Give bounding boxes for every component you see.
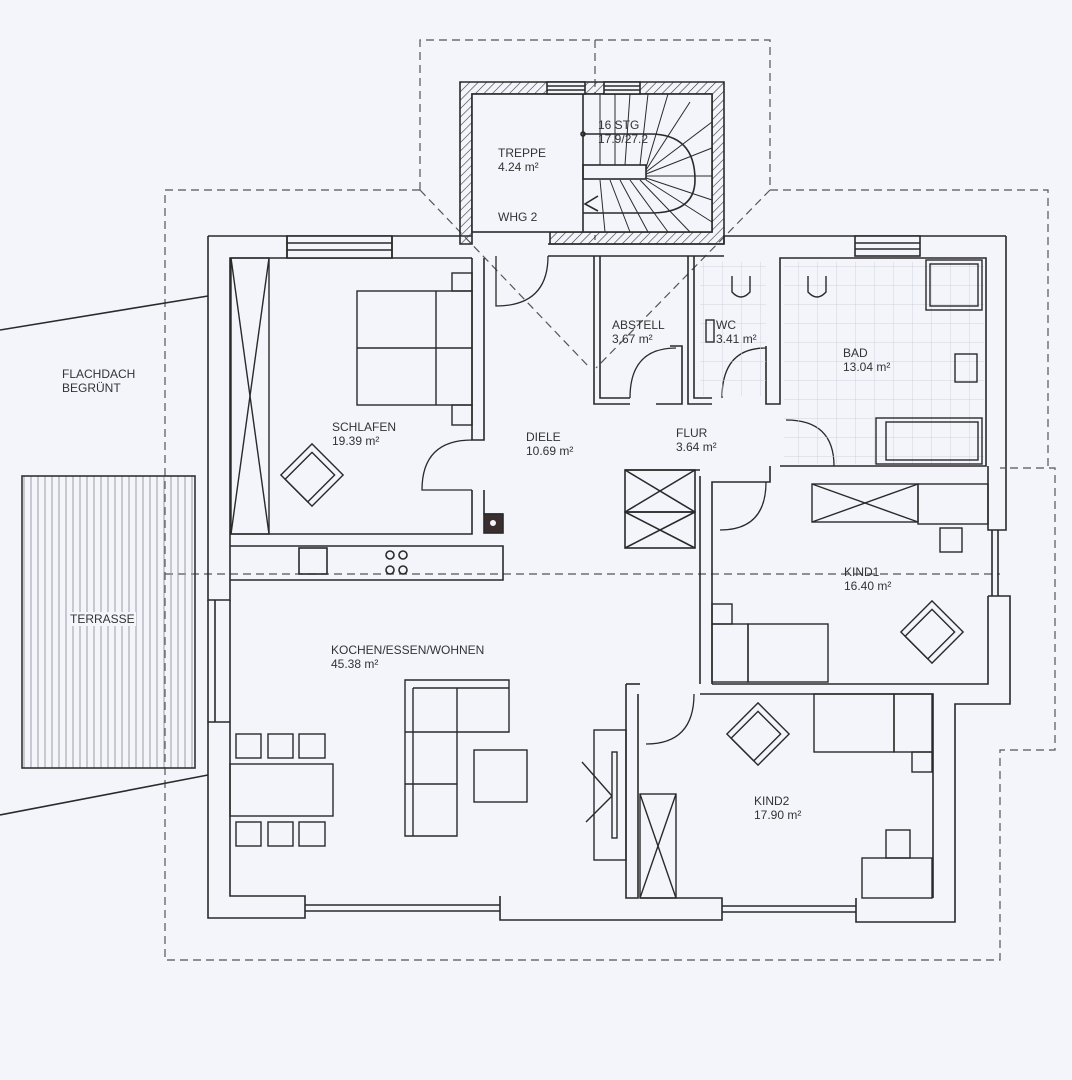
room-label-flur: FLUR 3.64 m² <box>676 426 717 454</box>
label-flachdach: FLACHDACH BEGRÜNT <box>62 367 136 395</box>
fixtures <box>229 257 989 899</box>
room-label-abstell: ABSTELL 3.67 m² <box>612 318 665 346</box>
room-label-diele: DIELE 10.69 m² <box>526 430 573 458</box>
roof-outline <box>164 39 1056 961</box>
stair-core <box>459 81 725 245</box>
room-area: 13.04 m² <box>843 360 891 374</box>
room-name: TREPPE <box>498 146 547 160</box>
room-name: DIELE <box>526 430 561 444</box>
room-name: KOCHEN/ESSEN/WOHNEN <box>331 643 485 657</box>
room-label-kind2: KIND2 17.90 m² <box>754 794 801 822</box>
room-name: WC <box>716 318 736 332</box>
exterior-walls <box>207 235 1011 923</box>
stair-info: 16 STG 17.9/27.2 <box>598 118 648 146</box>
room-area: 4.24 m² <box>498 160 539 174</box>
stair-steps: 16 STG <box>598 118 640 132</box>
stair-ratio: 17.9/27.2 <box>598 132 649 146</box>
room-label-schlafen: SCHLAFEN 19.39 m² <box>332 420 396 448</box>
room-name: FLUR <box>676 426 708 440</box>
room-area: 3.64 m² <box>676 440 717 454</box>
room-label-wc: WC 3.41 m² <box>716 318 757 346</box>
room-area: 17.90 m² <box>754 808 802 822</box>
room-area: 3.41 m² <box>716 332 757 346</box>
room-label-treppe: TREPPE 4.24 m² <box>498 146 546 174</box>
room-area: 19.39 m² <box>332 434 380 448</box>
room-label-kind1: KIND1 16.40 m² <box>844 565 891 593</box>
room-name: SCHLAFEN <box>332 420 397 434</box>
room-area: 3.67 m² <box>612 332 653 346</box>
room-name: ABSTELL <box>612 318 665 332</box>
room-name: KIND1 <box>844 565 880 579</box>
label-terrasse: TERRASSE <box>69 612 136 626</box>
room-name: KIND2 <box>754 794 790 808</box>
room-area: 45.38 m² <box>331 657 379 671</box>
room-area: 16.40 m² <box>844 579 892 593</box>
apartment-label: WHG 2 <box>498 210 538 224</box>
room-name: BAD <box>843 346 868 360</box>
room-area: 10.69 m² <box>526 444 574 458</box>
room-label-kochen-essen-wohnen: KOCHEN/ESSEN/WOHNEN 45.38 m² <box>331 643 484 671</box>
room-label-bad: BAD 13.04 m² <box>843 346 890 374</box>
